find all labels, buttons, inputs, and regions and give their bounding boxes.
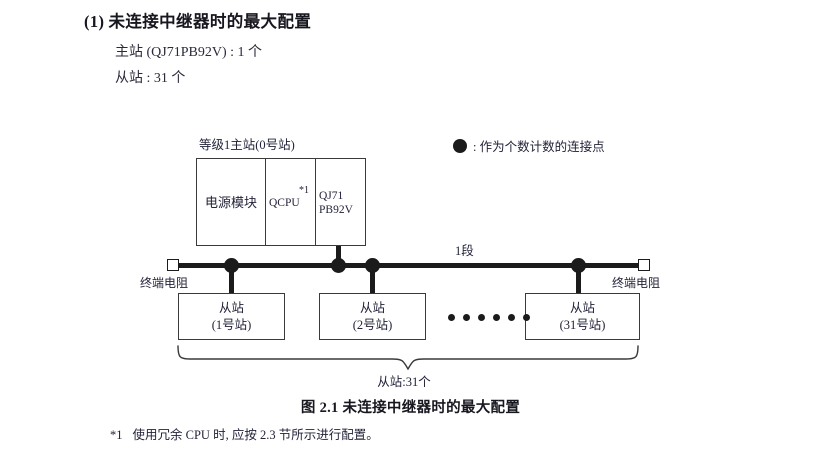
slave-station-number-1: (1号站) bbox=[211, 317, 252, 332]
slave2-drop-line bbox=[370, 266, 375, 294]
slave-station-number-2: (2号站) bbox=[352, 317, 393, 332]
figure-caption: 图 2.1 未连接中继器时的最大配置 bbox=[300, 400, 521, 416]
rack-cell-power-module: 电源模块 bbox=[197, 159, 265, 247]
slave-count-brace bbox=[177, 345, 639, 370]
slave-station-box-2: 从站 (2号站) bbox=[319, 293, 426, 340]
slave-station-box-31: 从站 (31号站) bbox=[525, 293, 640, 340]
ellipsis-dot bbox=[448, 314, 455, 321]
rack-cell-network-module: QJ71 PB92V bbox=[315, 159, 367, 247]
section-heading: (1)未连接中继器时的最大配置 bbox=[84, 8, 311, 32]
connection-point-dot-icon bbox=[453, 138, 467, 153]
connection-node-1 bbox=[224, 258, 239, 273]
connection-node-master bbox=[331, 258, 346, 273]
footnote-text: 使用冗余 CPU 时, 应按 2.3 节所示进行配置。 bbox=[132, 428, 379, 442]
slave-name-31: 从站 bbox=[569, 300, 595, 315]
ellipsis-dots bbox=[448, 314, 530, 321]
spec-line-master: 主站 (QJ71PB92V) : 1 个 bbox=[115, 45, 263, 60]
terminator-right-icon bbox=[638, 259, 650, 271]
slave-name-2: 从站 bbox=[359, 300, 385, 315]
cpu-footnote-marker: *1 bbox=[299, 185, 309, 196]
rack-cell-cpu: QCPU *1 bbox=[265, 159, 315, 247]
cpu-label: QCPU bbox=[269, 196, 300, 209]
ellipsis-dot bbox=[523, 314, 530, 321]
footnote-marker: *1 bbox=[110, 428, 123, 442]
section-number: (1) bbox=[84, 12, 105, 31]
power-module-label: 电源模块 bbox=[204, 194, 257, 210]
slave-name-1: 从站 bbox=[218, 300, 244, 315]
footnote: *1 使用冗余 CPU 时, 应按 2.3 节所示进行配置。 bbox=[110, 424, 379, 443]
master-rack: 电源模块 QCPU *1 QJ71 PB92V bbox=[196, 158, 366, 246]
network-module-label-line2: PB92V bbox=[319, 204, 353, 216]
slave-count-caption: 从站:31个 bbox=[377, 375, 431, 389]
slave-station-number-31: (31号站) bbox=[559, 317, 606, 332]
ellipsis-dot bbox=[478, 314, 485, 321]
slave3-drop-line bbox=[576, 266, 581, 294]
slave-station-box-1: 从站 (1号站) bbox=[178, 293, 285, 340]
master-drop-line bbox=[336, 246, 341, 268]
slave1-drop-line bbox=[229, 266, 234, 294]
master-station-title: 等级1主站(0号站) bbox=[199, 138, 295, 152]
ellipsis-dot bbox=[463, 314, 470, 321]
ellipsis-dot bbox=[508, 314, 515, 321]
ellipsis-dot bbox=[493, 314, 500, 321]
connection-node-31 bbox=[571, 258, 586, 273]
bus-trunk-line bbox=[174, 263, 644, 268]
rack-divider-2 bbox=[315, 159, 316, 245]
terminator-left-icon bbox=[167, 259, 179, 271]
rack-divider-1 bbox=[265, 159, 266, 245]
terminator-left-label: 终端电阻 bbox=[140, 276, 189, 290]
spec-line-slave: 从站 : 31 个 bbox=[115, 71, 186, 86]
terminator-right-label: 终端电阻 bbox=[612, 276, 661, 290]
connection-node-2 bbox=[365, 258, 380, 273]
section-title: 未连接中继器时的最大配置 bbox=[108, 12, 312, 31]
segment-label: 1段 bbox=[455, 244, 474, 258]
slave-count-caption-wrap: 从站:31个 bbox=[0, 371, 821, 390]
network-module-label-line1: QJ71 bbox=[319, 189, 344, 202]
legend-text: : 作为个数计数的连接点 bbox=[473, 140, 605, 154]
legend: : 作为个数计数的连接点 bbox=[453, 136, 605, 155]
